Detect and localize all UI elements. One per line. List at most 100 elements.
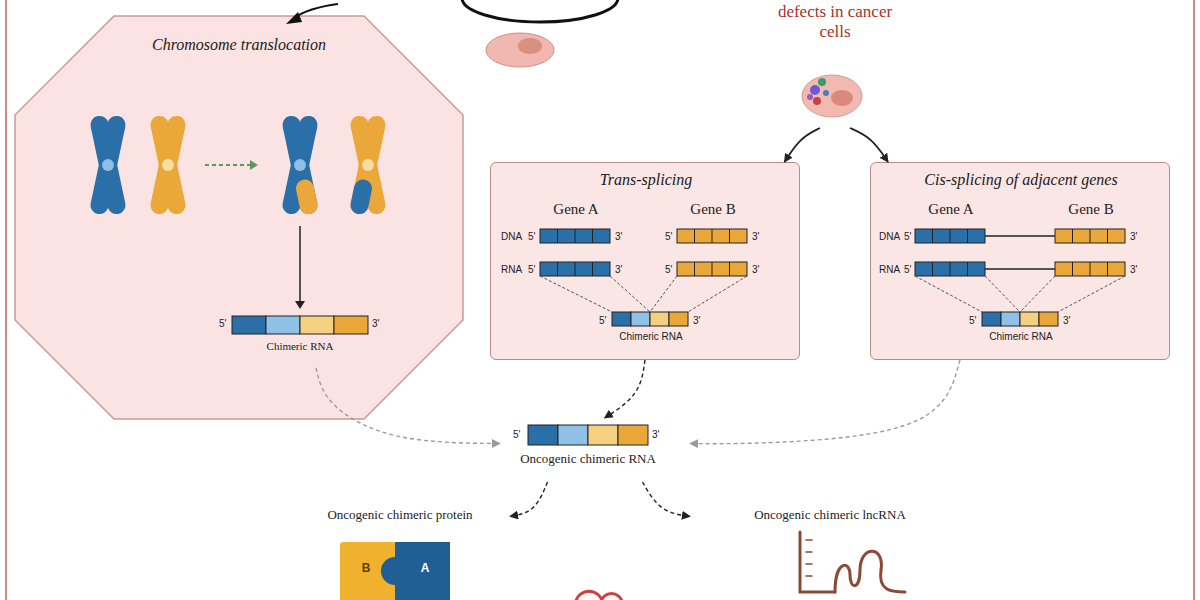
top-oval [518,38,542,54]
dashed-arrow [605,360,646,418]
oncogenic-rna-bar [528,425,648,445]
node-label: Oncogenic chimeric protein [327,508,472,523]
trans-splicing-genes [677,229,747,243]
trans-splicing-genes [558,229,593,243]
trans-splicing-genes [558,262,593,276]
strand-label: 5' [904,231,911,243]
lncrna-squiggle [800,532,905,592]
cis-splicing-genes [1055,229,1125,243]
oncogenic-protein: Oncogenic chimeric proteinB A [290,505,510,600]
cis-splicing-genes [933,229,968,243]
dashed-arrow [643,482,691,516]
frame [6,0,1194,600]
cis-splicing-genes [1020,312,1039,326]
cis-splicing-genes [915,229,1125,326]
strand-label: 5' [665,264,672,276]
cis-splicing-genes [1001,312,1020,326]
strand-label: 3' [1130,231,1137,243]
chromosomes [281,114,319,216]
chromosomes [294,178,319,216]
partial-figure [575,591,623,600]
arrow [785,128,821,162]
trans-splicing-genes [540,276,747,312]
trans-splicing-genes [540,262,610,276]
node-label: Oncogenic chimeric RNA [520,452,656,467]
dashed-arrow [316,368,500,444]
cis-splicing-genes [982,312,1001,326]
gene-label: Gene A [928,201,973,218]
cancer-cell-icon [823,90,829,96]
oncogenic-rna: 5'3'Oncogenic chimeric RNA [500,418,690,482]
strand-label: 3' [615,264,622,276]
strand-label: 3' [615,231,622,243]
trans-splicing-genes [669,312,688,326]
strand-label: 3' [752,231,759,243]
domain-letter: B [362,562,371,576]
partial-figure [575,591,603,600]
strand-label: RNA [501,264,522,276]
chromosomes [89,114,127,216]
dashed-arrow [510,482,548,516]
strand-label: 3' [1130,264,1137,276]
box-heading: Trans-splicing [600,171,692,189]
chimeric-rna-bar [266,316,300,334]
cis-splicing-genes [915,276,1125,312]
gene-label: Gene A [553,201,598,218]
top-oval [286,12,302,24]
cancer-cell-icon [802,75,862,117]
trans-splicing-genes [677,262,747,276]
cis-splicing-genes [1073,229,1108,243]
chimeric-protein-shape [340,542,396,600]
cancer-cell-icon [807,94,813,100]
chimeric-protein-shape [340,542,450,600]
cis-splicing-genes [1039,312,1058,326]
strand-label: 5' [219,318,226,330]
chromosomes [250,160,258,170]
partial-figure [600,594,623,600]
chromosomes [281,114,319,216]
cause-label: defects in cancer cells [760,0,910,128]
trans-splicing-genes [540,229,747,326]
dashed-arrow [690,360,960,444]
box-heading: Chromosome translocation [152,36,326,54]
strand-label: 3' [693,315,700,327]
strand-label: 3' [372,318,379,330]
node-label: Oncogenic chimeric lncRNA [754,508,906,523]
domain-letter: A [421,562,430,576]
strand-label: 5' [513,429,520,441]
chromosomes [299,226,301,302]
trans-splicing-genes [650,312,669,326]
chimeric-rna-bar [232,316,266,334]
strand-label: 5' [904,264,911,276]
chromosomes [102,159,114,171]
chimeric-rna: 5'3'Chimeric RNA [214,312,384,368]
chromosomes [205,164,250,166]
octagon-outline [14,15,464,420]
trans-splicing-genes [695,229,730,243]
lncrna-squiggle [835,551,905,592]
cis-splicing-genes [915,262,985,276]
cancer-cell-icon [810,85,820,95]
chromosomes [149,114,187,216]
strand-label: 5' [969,315,976,327]
chromosomes [89,114,127,216]
chromosomes [89,114,387,309]
chromosomes [281,114,319,216]
chromosomes [89,114,127,216]
strand-label: DNA [501,231,522,243]
trans-splicing-genes [540,229,610,243]
strand-label: DNA [879,231,900,243]
chimeric-protein-shape [381,542,450,600]
trans-splicing-genes [612,312,631,326]
chimeric-rna-bar [300,316,334,334]
cis-splicing-genes [985,235,1055,237]
top-oval [286,0,618,67]
chromosomes [162,159,174,171]
box-heading: Cis-splicing of adjacent genes [924,171,1117,189]
strand-label: 3' [1063,315,1070,327]
octagon-outline [15,16,463,419]
strand-label: 5' [599,315,606,327]
top-oval [486,33,554,67]
